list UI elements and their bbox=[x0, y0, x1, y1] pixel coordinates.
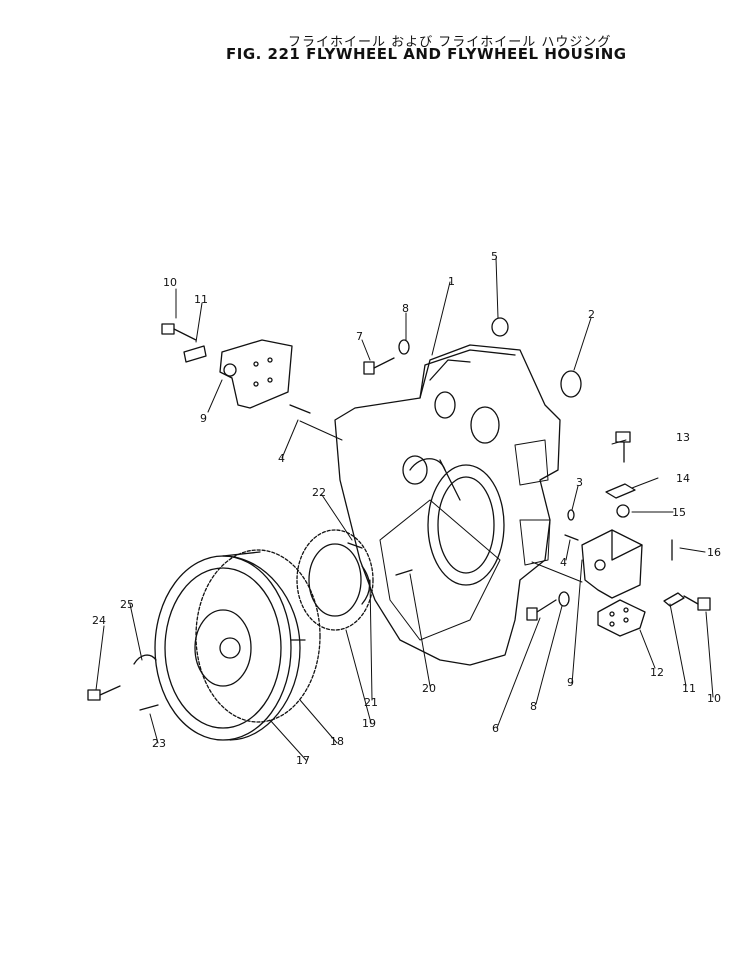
callout-18: 18 bbox=[330, 735, 344, 748]
seal-21 bbox=[361, 565, 371, 605]
lock-plate-11-left bbox=[183, 345, 207, 363]
leader-lines bbox=[95, 257, 714, 761]
callout-11-left: 11 bbox=[194, 293, 208, 306]
washer-8-bottom bbox=[558, 591, 570, 607]
washer-15 bbox=[616, 504, 630, 518]
callout-15: 15 bbox=[672, 506, 686, 519]
mounting-bracket-right bbox=[581, 529, 643, 599]
callout-13: 13 bbox=[676, 431, 690, 444]
callout-25: 25 bbox=[120, 598, 134, 611]
callout-11-right: 11 bbox=[682, 682, 696, 695]
gear-19 bbox=[296, 529, 374, 631]
pin-3 bbox=[567, 509, 575, 521]
lock-plate-14 bbox=[605, 483, 636, 499]
callout-8-top: 8 bbox=[402, 302, 409, 315]
callout-7: 7 bbox=[356, 330, 363, 343]
callout-9-right: 9 bbox=[567, 676, 574, 689]
bolt-10-left bbox=[161, 323, 197, 341]
oring-2 bbox=[560, 370, 582, 398]
callout-21: 21 bbox=[364, 696, 378, 709]
callout-12: 12 bbox=[650, 666, 664, 679]
washer-8-top bbox=[398, 339, 410, 355]
callout-14: 14 bbox=[676, 472, 690, 485]
figure-title: FIG. 221 FLYWHEEL AND FLYWHEEL HOUSING bbox=[226, 45, 627, 63]
callout-23: 23 bbox=[152, 737, 166, 750]
callout-24: 24 bbox=[92, 614, 106, 627]
callout-16: 16 bbox=[707, 546, 721, 559]
pin-22 bbox=[347, 542, 363, 549]
callout-4-right: 4 bbox=[560, 556, 567, 569]
callout-8-bottom: 8 bbox=[530, 700, 537, 713]
callout-4-left: 4 bbox=[278, 452, 285, 465]
callout-5: 5 bbox=[491, 250, 498, 263]
lock-plate-25 bbox=[133, 654, 157, 665]
callout-9-left: 9 bbox=[200, 412, 207, 425]
ring-gear bbox=[195, 549, 321, 723]
callout-19: 19 bbox=[362, 717, 376, 730]
pin-4-right bbox=[564, 534, 579, 541]
japanese-subtitle: フライホイール および フライホイール ハウジング bbox=[288, 35, 612, 50]
pin-23 bbox=[139, 704, 159, 711]
callout-10-right: 10 bbox=[707, 692, 721, 705]
callout-labels: 1 2 3 4 4 5 6 7 8 8 9 9 10 10 11 11 12 1… bbox=[92, 250, 721, 767]
callout-6: 6 bbox=[492, 722, 499, 735]
bolt-20 bbox=[395, 569, 413, 576]
flywheel-housing bbox=[334, 344, 561, 666]
mounting-bracket-left bbox=[219, 339, 293, 409]
pin-4-left bbox=[289, 404, 311, 414]
bolt-24 bbox=[87, 685, 121, 701]
callout-3: 3 bbox=[576, 476, 583, 489]
callout-22: 22 bbox=[312, 486, 326, 499]
lock-plate-11-right bbox=[663, 592, 685, 607]
plug-5 bbox=[491, 317, 509, 337]
flywheel bbox=[154, 551, 306, 741]
bolt-10-right bbox=[683, 595, 711, 611]
callout-20: 20 bbox=[422, 682, 436, 695]
bolt-13 bbox=[615, 431, 631, 463]
bolt-7 bbox=[363, 357, 395, 375]
bolt-6 bbox=[526, 599, 557, 621]
callout-10-left: 10 bbox=[163, 276, 177, 289]
callout-2: 2 bbox=[588, 308, 595, 321]
callout-1: 1 bbox=[448, 275, 455, 288]
callout-17: 17 bbox=[296, 754, 310, 767]
plate-12 bbox=[597, 599, 646, 637]
